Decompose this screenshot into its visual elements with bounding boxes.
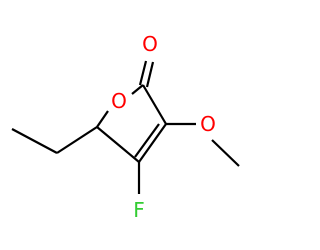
bond-methoxy-o-ch3 xyxy=(211,139,240,167)
bond-ethyl-ch2-c5 xyxy=(56,126,98,154)
bond-c4-c5 xyxy=(96,126,140,163)
bond-ring-o-c2 xyxy=(131,84,144,95)
bond-ethyl-ch3-ch2 xyxy=(11,128,58,154)
carbonyl-oxygen-label: O xyxy=(142,32,158,56)
bond-c3-c4-inner xyxy=(134,123,160,158)
bond-c2-carbonyl-o-a xyxy=(138,60,148,86)
bond-c3-c4-outer xyxy=(138,123,167,163)
ring-oxygen-label: O xyxy=(111,89,127,113)
fluorine-label: F xyxy=(133,198,145,222)
methoxy-oxygen-label: O xyxy=(200,112,216,136)
bond-c5-ring-o xyxy=(96,110,109,128)
molecule-structure: O O O F xyxy=(11,32,240,222)
bond-c2-c3 xyxy=(142,84,167,125)
molecule-canvas: O O O F xyxy=(11,32,240,222)
bond-c2-carbonyl-o-b xyxy=(145,61,155,88)
